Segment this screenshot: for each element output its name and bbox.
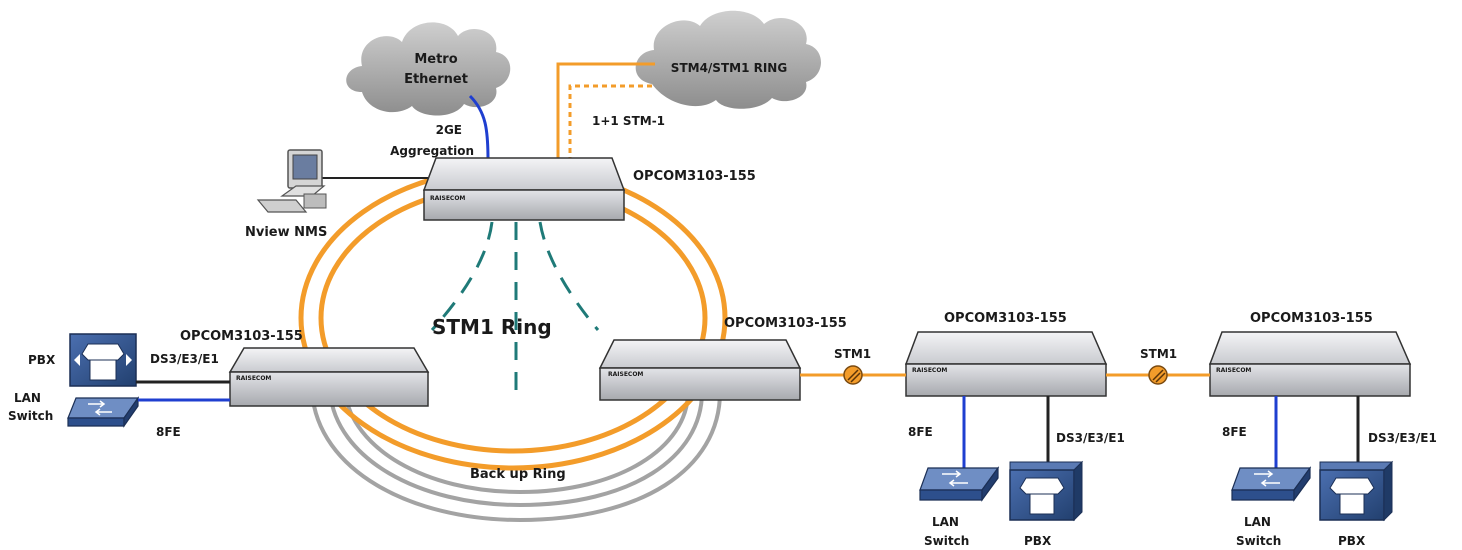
device-left-brand: RAISECOM	[236, 375, 271, 382]
nms-workstation-icon	[256, 149, 327, 213]
device-chain-1: RAISECOM	[904, 331, 1108, 397]
ring-dashed-lines	[430, 221, 600, 390]
chain2-lan-label-2: Switch	[1236, 534, 1281, 548]
metro-ethernet-cloud: Metro Ethernet	[346, 22, 511, 116]
left-fe-label: 8FE	[156, 425, 181, 439]
left-ds3-label: DS3/E3/E1	[150, 352, 219, 366]
device-left: RAISECOM	[228, 347, 430, 407]
ge-label-1: 2GE	[436, 123, 462, 137]
metro-cloud-label-1: Metro	[414, 52, 457, 67]
chain1-lan-label-2: Switch	[924, 534, 969, 548]
stm1-protect-label: 1+1 STM-1	[592, 114, 665, 128]
nms-label: Nview NMS	[245, 225, 327, 240]
chain2-lan-label-1: LAN	[1244, 515, 1271, 529]
ge-uplink: 2GE Aggregation	[390, 94, 490, 161]
device-top-brand: RAISECOM	[430, 195, 465, 202]
device-chain-1-label: OPCOM3103-155	[944, 311, 1067, 326]
chain1-lan-label-1: LAN	[932, 515, 959, 529]
chain2-lan-switch-icon	[1231, 466, 1312, 502]
device-chain-1-brand: RAISECOM	[912, 367, 947, 374]
backup-ring-label: Back up Ring	[470, 467, 566, 482]
device-left-label: OPCOM3103-155	[180, 329, 303, 344]
stm1-link-a-label: STM1	[834, 347, 871, 361]
chain2-fe-label: 8FE	[1222, 425, 1247, 439]
stm1-link-a	[800, 365, 906, 385]
left-lan-label-2: Switch	[8, 409, 53, 423]
chain1-lan-switch-icon	[919, 466, 1000, 502]
device-chain-2: RAISECOM	[1208, 331, 1412, 397]
backup-ring	[310, 391, 722, 523]
metro-cloud-label-2: Ethernet	[404, 72, 468, 87]
chain1-fe-label: 8FE	[908, 425, 933, 439]
device-ring-right-label: OPCOM3103-155	[724, 316, 847, 331]
chain1-pbx-label: PBX	[1024, 534, 1052, 548]
device-top-label: OPCOM3103-155	[633, 169, 756, 184]
left-pbx-label: PBX	[28, 353, 56, 367]
chain1-ds3-label: DS3/E3/E1	[1056, 431, 1125, 445]
stm1-ring-label: STM1 Ring	[432, 315, 552, 339]
device-chain-2-label: OPCOM3103-155	[1250, 311, 1373, 326]
left-lan-label-1: LAN	[14, 391, 41, 405]
stm1-link-b	[1106, 365, 1210, 385]
chain1-pbx-icon	[1009, 460, 1084, 522]
stm1-link-b-label: STM1	[1140, 347, 1177, 361]
device-ring-right: RAISECOM	[598, 339, 802, 401]
stm1-protect-uplink	[556, 62, 655, 162]
stm4-ring-cloud: STM4/STM1 RING	[635, 10, 821, 109]
chain2-pbx-label: PBX	[1338, 534, 1366, 548]
device-top: RAISECOM	[422, 157, 626, 221]
ge-label-2: Aggregation	[390, 144, 474, 158]
left-pbx-icon	[69, 333, 137, 387]
device-ring-right-brand: RAISECOM	[608, 371, 643, 378]
chain2-ds3-label: DS3/E3/E1	[1368, 431, 1437, 445]
left-lan-switch-icon	[67, 396, 140, 428]
device-chain-2-brand: RAISECOM	[1216, 367, 1251, 374]
stm4-cloud-label: STM4/STM1 RING	[671, 61, 787, 75]
chain2-pbx-icon	[1319, 460, 1394, 522]
